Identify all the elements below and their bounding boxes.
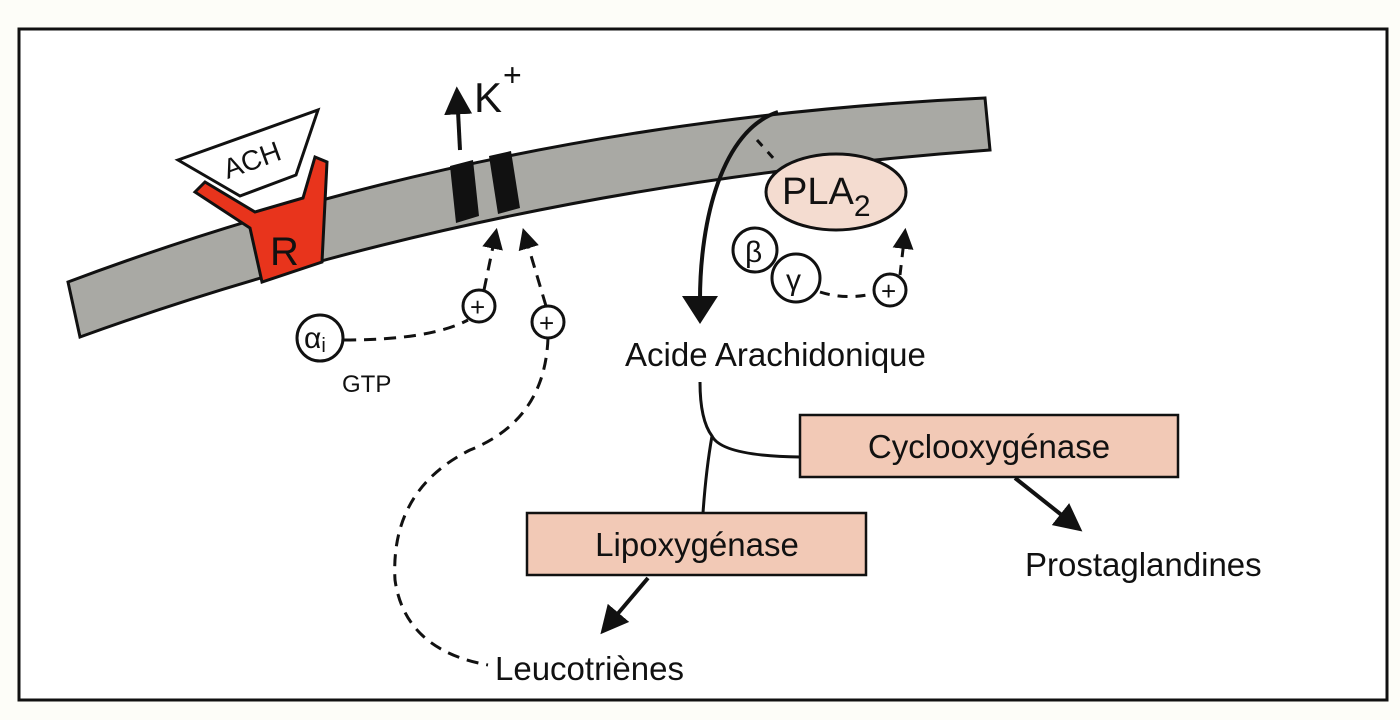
alpha-to-channel-arrow <box>482 227 503 291</box>
pla2-enzyme <box>764 152 908 232</box>
cyclooxygenase-label: Cyclooxygénase <box>868 428 1110 465</box>
gamma-label: γ <box>786 264 801 297</box>
lipoxygenase-label: Lipoxygénase <box>595 526 799 563</box>
cell-membrane <box>66 96 992 339</box>
gtp-label: GTP <box>342 371 391 398</box>
beta-label: β <box>745 236 762 269</box>
plus-sign: + <box>881 276 896 306</box>
gamma-subunit <box>770 252 822 304</box>
arrowhead <box>682 296 718 324</box>
metabolism-path <box>698 381 801 514</box>
plus-icon <box>461 288 497 324</box>
plus-sign: + <box>539 308 554 338</box>
leukotriene-to-channel-arrow <box>518 227 548 307</box>
receptor <box>192 154 329 284</box>
cyclooxygenase-box <box>798 413 1180 479</box>
leukotriene-feedback-path <box>393 337 550 667</box>
arachidonic-release-arrow <box>698 110 779 301</box>
pla2-label: PLA2 <box>782 171 871 223</box>
alpha-subunit <box>295 313 345 363</box>
potassium-charge: + <box>503 57 522 93</box>
prostaglandins-label: Prostaglandines <box>1025 546 1262 583</box>
leukotrienes-label: Leucotriènes <box>495 650 684 687</box>
beta-subunit <box>731 226 779 274</box>
k-efflux-arrow <box>444 86 473 151</box>
receptor-label: R <box>270 230 299 274</box>
pla2-link <box>755 138 777 162</box>
alpha-label: αi <box>304 322 326 357</box>
betagamma-to-pla2-arrow <box>892 227 914 276</box>
potassium-label: K <box>474 74 502 121</box>
lipoxygenase-box <box>525 511 868 577</box>
prostaglandin-arrow <box>1013 476 1083 532</box>
plus-icon <box>872 272 908 308</box>
channel-left <box>450 160 479 223</box>
ach-ligand <box>174 107 321 198</box>
arachidonic-acid-label: Acide Arachidonique <box>625 336 926 373</box>
plus-sign: + <box>470 292 485 322</box>
leukotriene-arrow <box>600 576 650 635</box>
betagamma-activation-path <box>819 290 873 299</box>
channel-right <box>489 151 520 214</box>
